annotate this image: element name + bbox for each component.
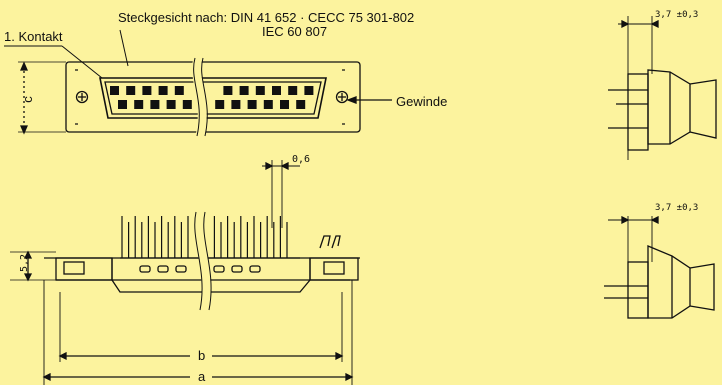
contact <box>280 100 289 109</box>
contact <box>166 100 176 109</box>
standard-label-line1: Steckgesicht nach: DIN 41 652 · CECC 75 … <box>118 10 415 25</box>
pin-pitch-label: 0,6 <box>292 154 311 165</box>
contact <box>304 86 314 95</box>
contact <box>142 86 152 95</box>
mounting-hole-left <box>75 90 89 104</box>
housing-right-block <box>309 257 359 281</box>
side-bottom-dimension-label: 3,7 ±0,3 <box>655 203 699 213</box>
contact <box>174 86 184 95</box>
front-flange <box>65 61 361 133</box>
side-view-bottom <box>604 215 715 319</box>
contact <box>247 100 257 109</box>
contact <box>223 86 233 95</box>
d-shell <box>99 77 327 119</box>
contacts-row-1 <box>110 86 314 95</box>
pins <box>121 216 288 258</box>
slot <box>157 265 169 273</box>
first-contact-label: 1. Kontakt <box>4 29 63 44</box>
slot <box>231 265 243 273</box>
contact <box>182 100 192 109</box>
thread-label: Gewinde <box>396 94 448 109</box>
contact <box>126 86 136 95</box>
dimension-a-label: a <box>198 369 206 384</box>
contact <box>288 86 298 95</box>
standard-label-line2: IEC 60 807 <box>262 24 328 39</box>
elevation-view <box>10 160 360 385</box>
slot <box>213 265 225 273</box>
contact <box>110 86 119 95</box>
side-view-top <box>608 16 717 160</box>
contact <box>239 86 249 95</box>
mounting-hole-right <box>335 90 349 104</box>
dimension-b-label: b <box>198 348 206 363</box>
front-view <box>4 29 392 137</box>
contacts-row-2 <box>118 100 306 109</box>
contact <box>134 100 144 109</box>
slots <box>139 265 261 273</box>
contact <box>255 86 265 95</box>
break-line-front <box>192 56 207 137</box>
contact <box>272 86 281 95</box>
contact <box>263 100 273 109</box>
contact <box>215 100 225 109</box>
contact <box>296 100 306 109</box>
contact <box>118 100 127 109</box>
contact <box>150 100 160 109</box>
slot <box>139 265 151 273</box>
slot <box>175 265 187 273</box>
slot <box>249 265 261 273</box>
contact <box>231 100 241 109</box>
side-top-dimension-label: 3,7 ±0,3 <box>655 10 699 20</box>
contact <box>158 86 168 95</box>
